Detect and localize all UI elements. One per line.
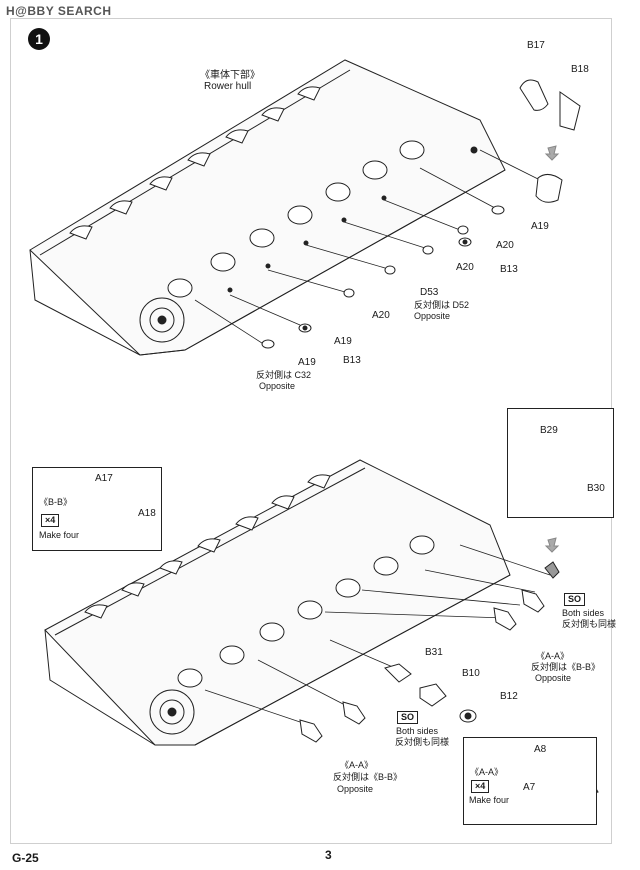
label-b10: B10 (462, 668, 480, 679)
both-sides-jp-1: 反対側も同様 (562, 619, 617, 629)
label-a7: A7 (523, 782, 536, 793)
page-number: 3 (325, 848, 332, 862)
label-b30: B30 (587, 483, 605, 494)
label-a17: A17 (95, 473, 113, 484)
so-badge-2: SO (397, 711, 419, 724)
section-a-a-inset: 《A-A》 (470, 767, 504, 777)
label-c32-note-jp: 反対側は C32 (256, 370, 312, 380)
make-four-right: Make four (469, 795, 510, 805)
watermark: H@BBY SEARCH (6, 4, 112, 18)
label-a19-b: A19 (334, 336, 352, 347)
label-d52-note-jp: 反対側は D52 (414, 300, 470, 310)
label-b18: B18 (571, 64, 589, 75)
hull-label-jp: 《車体下部》 (200, 70, 260, 81)
page-code: G-25 (12, 851, 39, 865)
label-d53: D53 (420, 287, 439, 298)
label-a8: A8 (534, 744, 547, 755)
inset-a7-a8 (463, 737, 597, 825)
top-small-parts (261, 205, 505, 349)
section-a-a-right-note-en: Opposite (535, 673, 572, 683)
label-a18: A18 (138, 508, 156, 519)
count-x4-right: ×4 (471, 780, 490, 793)
bottom-assembly-arrows (204, 544, 551, 723)
label-a19-right: A19 (531, 221, 549, 232)
section-b-b-left: 《B-B》 (39, 497, 73, 507)
hull-label-en: Rower hull (204, 81, 252, 92)
label-b13-b: B13 (343, 355, 361, 366)
top-lower-hull (29, 59, 506, 356)
both-sides-jp-2: 反対側も同様 (395, 737, 450, 747)
label-a20-b: A20 (456, 262, 474, 273)
label-b12: B12 (500, 691, 518, 702)
step-number-badge: 1 (28, 28, 50, 50)
inset-b29-b30 (507, 408, 614, 518)
bottom-lower-hull (44, 459, 511, 746)
so-badge-1: SO (564, 593, 586, 606)
section-a-a-center-note-en: Opposite (337, 784, 374, 794)
both-sides-en-2: Both sides (396, 726, 439, 736)
make-four-left: Make four (39, 530, 80, 540)
label-a20-c: A20 (372, 310, 390, 321)
section-a-a-right-note-jp: 反対側は《B-B》 (531, 662, 601, 672)
both-sides-en-1: Both sides (562, 608, 605, 618)
top-assembly-arrows (194, 149, 541, 346)
bottom-arm-parts (299, 537, 560, 743)
inset-a17-a18 (32, 467, 162, 551)
label-d52-note-en: Opposite (414, 311, 451, 321)
b17-b18-parts (519, 79, 581, 203)
section-a-a-center: 《A-A》 (340, 760, 374, 770)
label-b31: B31 (425, 647, 443, 658)
label-b17: B17 (527, 40, 545, 51)
label-a19-c: A19 (298, 357, 316, 368)
label-c32-note-en: Opposite (259, 381, 296, 391)
label-b13-a: B13 (500, 264, 518, 275)
section-a-a-center-note-jp: 反対側は《B-B》 (333, 772, 403, 782)
section-a-a-right: 《A-A》 (536, 651, 570, 661)
count-x4-left: ×4 (41, 514, 60, 527)
label-b29: B29 (540, 425, 558, 436)
label-a20-a: A20 (496, 240, 514, 251)
